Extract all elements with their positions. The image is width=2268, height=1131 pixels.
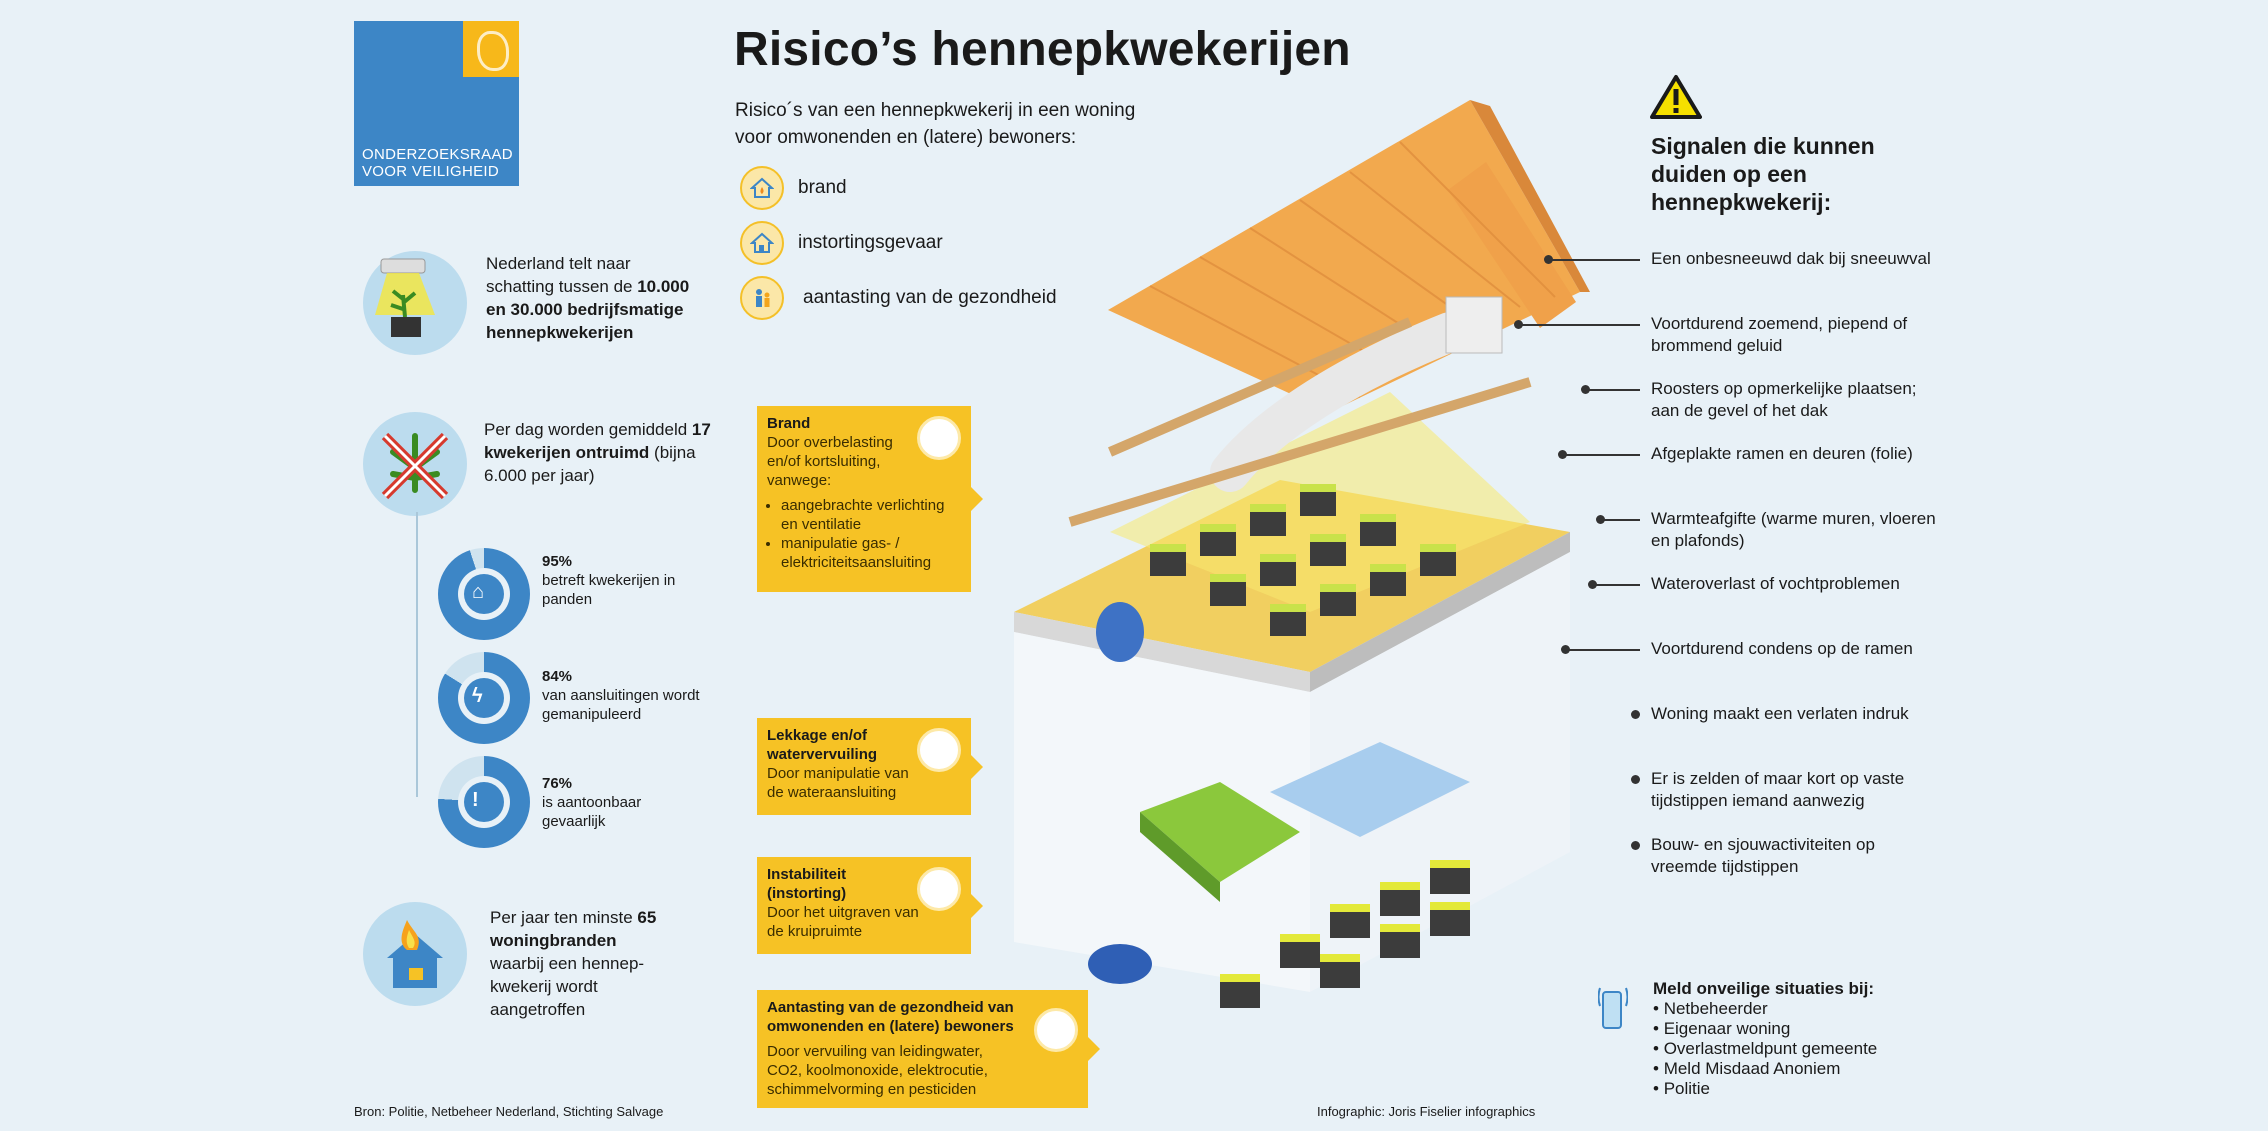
signal-pointer-line bbox=[1585, 389, 1640, 391]
percentage-value: 95% bbox=[542, 553, 573, 570]
risk-label: brand bbox=[798, 177, 847, 198]
info-box-heading: Aantasting van de gezondheid van omwonen… bbox=[767, 999, 1014, 1035]
info-box-body: Door overbelasting en/of kortsluiting, v… bbox=[767, 434, 893, 489]
logo: ONDERZOEKSRAAD VOOR VEILIGHEID bbox=[354, 21, 519, 186]
signal-pointer-line bbox=[1592, 584, 1640, 586]
signal-pointer-line bbox=[1518, 324, 1640, 326]
info-box-body: Door manipulatie van de wateraansluiting bbox=[767, 765, 909, 801]
signal-pointer-line bbox=[1562, 454, 1640, 456]
report-item-text: Eigenaar woning bbox=[1663, 1019, 1791, 1038]
signal-item: Voortdurend condens op de ramen bbox=[1651, 639, 1913, 658]
info-box-health: Aantasting van de gezondheid van omwonen… bbox=[757, 990, 1100, 1108]
info-box-body: Door vervuiling van leidingwater, CO2, k… bbox=[767, 1043, 988, 1098]
subtitle: Risico´s van een hennepkwekerij in een w… bbox=[735, 100, 1136, 148]
stat-fires-text: Per jaar ten minste bbox=[490, 908, 638, 927]
risk-label: instortingsgevaar bbox=[798, 232, 943, 253]
info-box-heading: Instabiliteit (instorting) bbox=[767, 866, 847, 902]
report-item: • Netbeheerder bbox=[1653, 999, 1768, 1018]
percentage-value: 76% bbox=[542, 775, 573, 792]
signal-pointer-line bbox=[1565, 649, 1640, 651]
percentage-item: 84% van aansluitingen wordt gemanipuleerd bbox=[542, 667, 722, 724]
percentage-value: 84% bbox=[542, 668, 573, 685]
source-note: Bron: Politie, Netbeheer Nederland, Stic… bbox=[354, 1104, 664, 1119]
people-health-icon bbox=[740, 276, 784, 320]
percentage-label: is aantoonbaar gevaarlijk bbox=[542, 794, 642, 830]
signal-item: Er is zelden of maar kort op vaste tijds… bbox=[1651, 769, 1905, 810]
percentage-item: 76% is aantoonbaar gevaarlijk bbox=[542, 774, 702, 831]
signal-bullet bbox=[1631, 841, 1640, 850]
info-box-heading: Brand bbox=[767, 415, 811, 432]
connector-line bbox=[416, 512, 418, 797]
warning-icon: ! bbox=[472, 789, 479, 811]
info-box-leakage: Lekkage en/of watervervuiling Door manip… bbox=[757, 718, 983, 815]
stat-cleared-text: Per dag worden gemiddeld bbox=[484, 420, 692, 439]
house-collapse-icon bbox=[740, 221, 784, 265]
stat-companies-text: Nederland telt naar schatting tussen de bbox=[486, 254, 638, 296]
percentage-label: betreft kwekerijen in panden bbox=[542, 572, 676, 608]
risk-label: aantasting van de gezondheid bbox=[803, 287, 1057, 308]
report-item-text: Overlastmeldpunt gemeente bbox=[1663, 1039, 1878, 1058]
stat-cleared: Per dag worden gemiddeld 17 kwekerijen o… bbox=[484, 418, 714, 487]
stat-fires: Per jaar ten minste 65 woningbranden waa… bbox=[490, 906, 660, 1021]
signal-item: Wateroverlast of vochtproblemen bbox=[1651, 574, 1900, 593]
signal-pointer-line bbox=[1600, 519, 1640, 521]
logo-text: ONDERZOEKSRAAD VOOR VEILIGHEID bbox=[362, 146, 513, 180]
people-health-icon bbox=[1034, 1008, 1078, 1052]
report-item-text: Meld Misdaad Anoniem bbox=[1663, 1059, 1841, 1078]
signal-item: Roosters op opmerkelijke plaatsen; aan d… bbox=[1651, 379, 1917, 420]
signal-item: Bouw- en sjouwactiviteiten op vreemde ti… bbox=[1651, 835, 1875, 876]
stat-cleared-bold: 17 kwekerijen ontruimd bbox=[484, 420, 711, 462]
info-box-body: Door het uitgraven van de kruipruimte bbox=[767, 904, 919, 940]
house-fire-icon bbox=[917, 416, 961, 460]
report-item: • Meld Misdaad Anoniem bbox=[1653, 1059, 1841, 1078]
page-title: Risico’s hennepkwekerijen bbox=[734, 23, 1351, 76]
stat-companies: Nederland telt naar schatting tussen de … bbox=[486, 252, 696, 344]
signal-item: Woning maakt een verlaten indruk bbox=[1651, 704, 1909, 723]
stat-fires-post: waarbij een hennep-kwekerij wordt aanget… bbox=[490, 954, 645, 1019]
donut-chart: ϟ bbox=[438, 652, 530, 744]
stat-cleared-post: (bijna 6.000 per jaar) bbox=[484, 443, 696, 485]
house-icon: ⌂ bbox=[472, 581, 485, 603]
report-item: • Politie bbox=[1653, 1079, 1710, 1098]
grow-lamp-icon bbox=[363, 251, 467, 355]
people-health-icon bbox=[917, 728, 961, 772]
signal-pointer-line bbox=[1548, 259, 1640, 261]
percentage-label: van aansluitingen wordt gemanipuleerd bbox=[542, 687, 700, 723]
info-box-bullet: aangebrachte verlichting en ventilatie bbox=[781, 496, 961, 534]
signal-item: Voortdurend zoemend, piepend of brommend… bbox=[1651, 314, 1908, 355]
report-block: Meld onveilige situaties bij: • Netbehee… bbox=[1653, 979, 1877, 1099]
report-item-text: Politie bbox=[1663, 1079, 1710, 1098]
percentage-item: 95% betreft kwekerijen in panden bbox=[542, 552, 702, 609]
info-box-instability: Instabiliteit (instorting) Door het uitg… bbox=[757, 857, 983, 954]
stat-companies-bold: 10.000 en 30.000 bedrijfsmatige hennepkw… bbox=[486, 277, 690, 342]
info-box-fire: Brand Door overbelasting en/of kortsluit… bbox=[757, 406, 983, 592]
stat-fires-bold: 65 woningbranden bbox=[490, 908, 657, 950]
credit-note: Infographic: Joris Fiselier infographics bbox=[1317, 1104, 1536, 1119]
logo-line1: ONDERZOEKSRAAD bbox=[362, 146, 513, 163]
report-item: • Eigenaar woning bbox=[1653, 1019, 1791, 1038]
sun-emblem-icon bbox=[463, 21, 519, 77]
report-title: Meld onveilige situaties bij: bbox=[1653, 979, 1875, 998]
signal-bullet bbox=[1631, 710, 1640, 719]
house-fire-icon bbox=[363, 902, 467, 1006]
donut-chart: ⌂ bbox=[438, 548, 530, 640]
report-item: • Overlastmeldpunt gemeente bbox=[1653, 1039, 1878, 1058]
info-box-heading: Lekkage en/of watervervuiling bbox=[767, 727, 878, 763]
signal-bullet bbox=[1631, 775, 1640, 784]
signal-item: Een onbesneeuwd dak bij sneeuwval bbox=[1651, 249, 1931, 268]
signals-title: Signalen die kunnen duiden op een hennep… bbox=[1651, 133, 1875, 215]
house-collapse-icon bbox=[917, 867, 961, 911]
house-fire-icon bbox=[740, 166, 784, 210]
house-illustration bbox=[1014, 100, 1590, 1008]
signal-item: Afgeplakte ramen en deuren (folie) bbox=[1651, 444, 1913, 463]
info-box-bullet: manipulatie gas- / elektriciteitsaanslui… bbox=[781, 534, 961, 572]
warning-icon bbox=[1650, 75, 1702, 119]
signal-item: Warmteafgifte (warme muren, vloeren en p… bbox=[1651, 509, 1936, 550]
logo-line2: VOOR VEILIGHEID bbox=[362, 163, 500, 180]
report-item-text: Netbeheerder bbox=[1663, 999, 1768, 1018]
phone-icon bbox=[1598, 987, 1628, 1029]
no-cannabis-icon bbox=[363, 412, 467, 516]
lightning-icon: ϟ bbox=[472, 685, 483, 707]
donut-chart: ! bbox=[438, 756, 530, 848]
